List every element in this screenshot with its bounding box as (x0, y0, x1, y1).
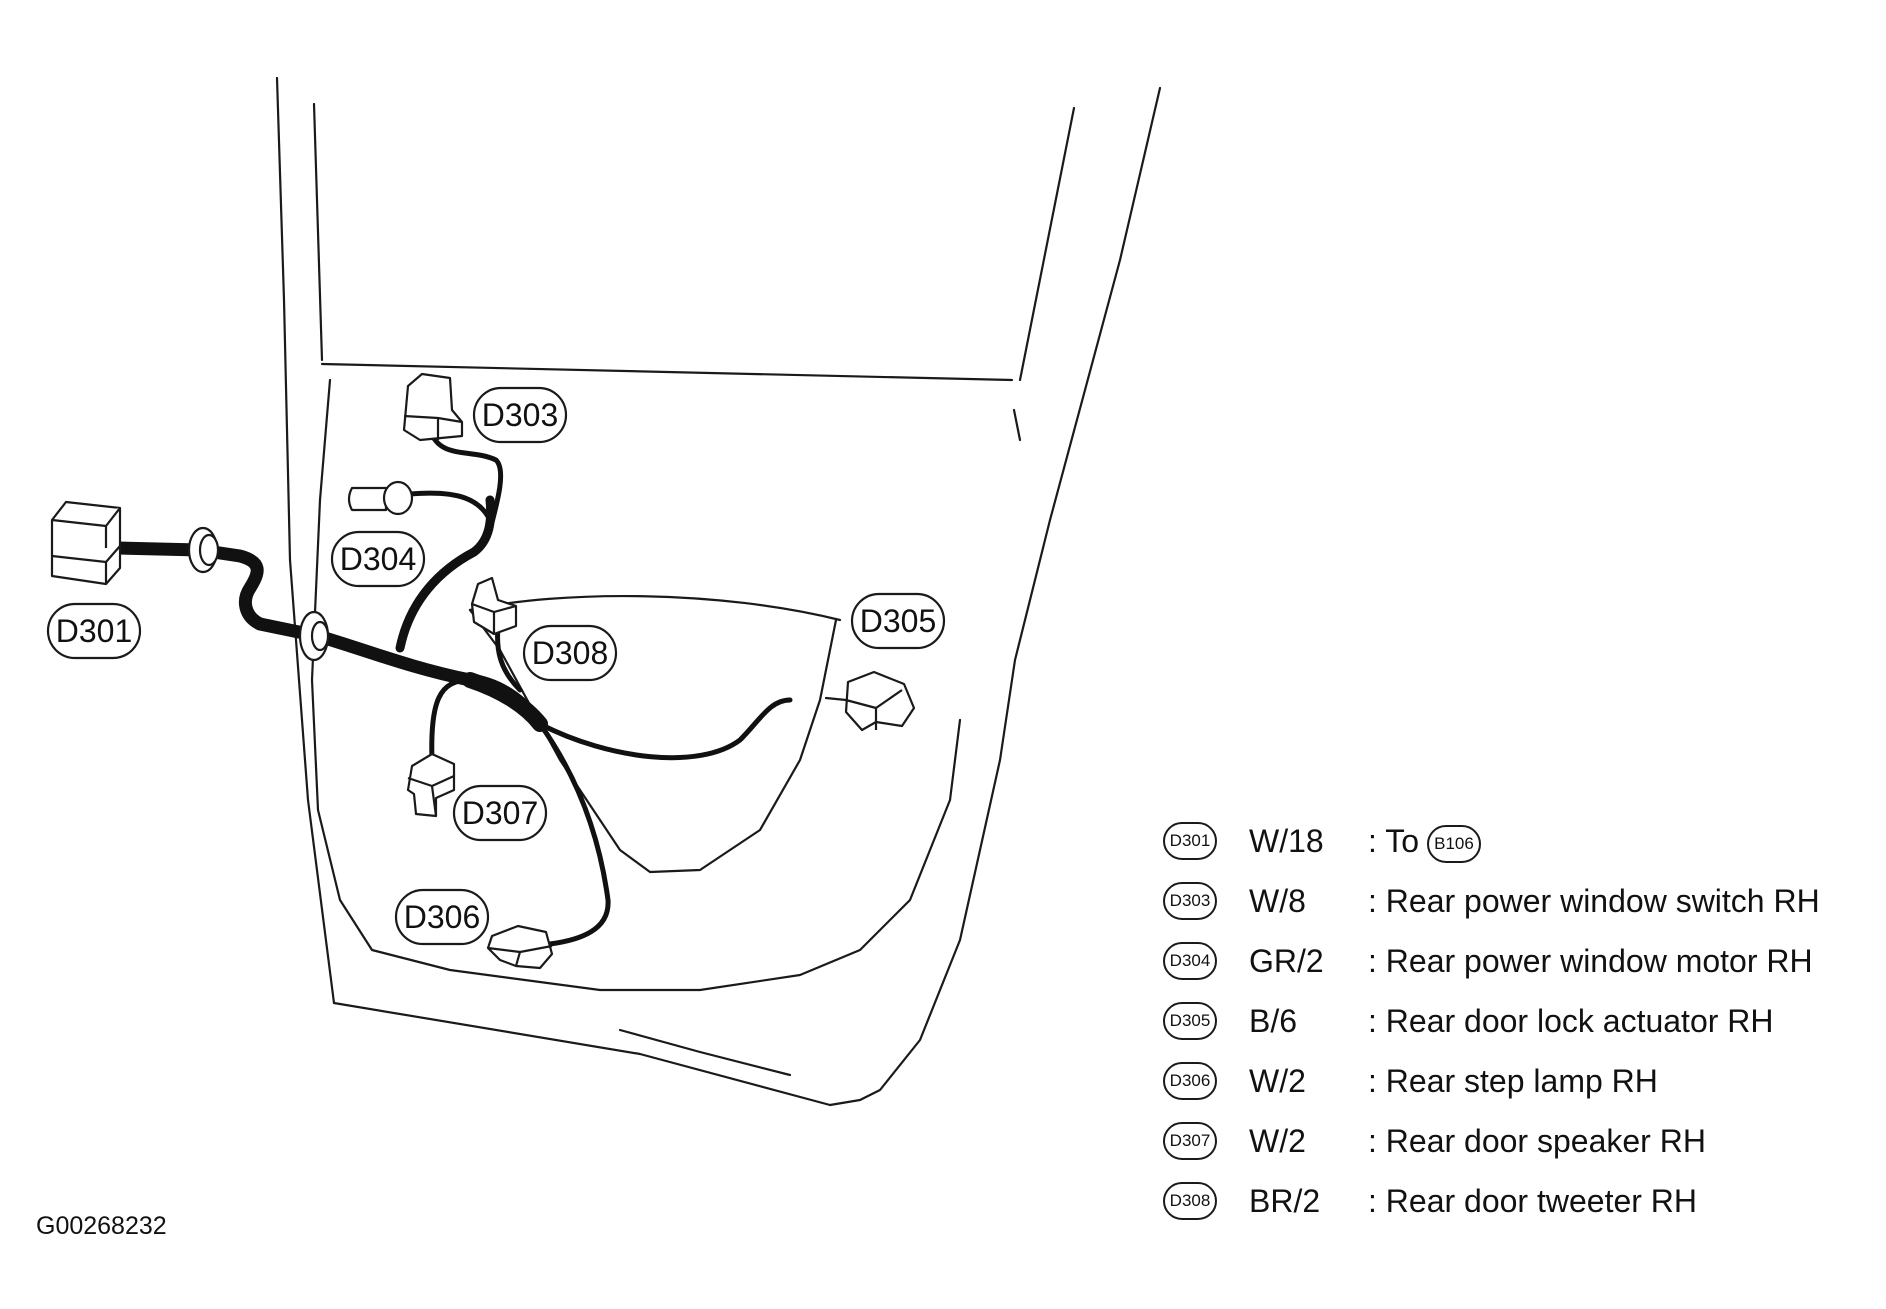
legend-wire-spec: W/2 (1249, 1063, 1306, 1099)
legend-wire-spec: W/2 (1249, 1123, 1306, 1159)
svg-text:D303: D303 (482, 397, 559, 433)
connector-d307 (406, 752, 456, 818)
grommet-1 (187, 526, 220, 574)
legend-connector-badge: D308 (1163, 1182, 1217, 1220)
grommet-2 (298, 610, 330, 662)
legend-ref-badge: B106 (1427, 824, 1481, 863)
connector-d308 (470, 576, 518, 636)
callout-d304: D304 (330, 530, 426, 588)
legend-description: : Rear power window switch RH (1368, 883, 1820, 919)
legend-connector-badge: D307 (1163, 1122, 1217, 1160)
callout-d308: D308 (522, 624, 618, 682)
connector-d305 (824, 670, 916, 732)
legend-description: : Rear power window motor RH (1368, 943, 1813, 979)
legend-wire-spec: GR/2 (1249, 943, 1324, 979)
legend-row: D304 GR/2 : Rear power window motor RH (1163, 938, 1883, 984)
svg-text:D305: D305 (860, 603, 937, 639)
callout-d306: D306 (394, 888, 490, 946)
door-outline (275, 76, 1162, 1107)
legend-row: D307 W/2 : Rear door speaker RH (1163, 1118, 1883, 1164)
figure-id: G00268232 (36, 1212, 167, 1240)
legend-description: : Rear door tweeter RH (1368, 1183, 1698, 1219)
harness (111, 427, 793, 947)
legend-description-text: : To (1368, 823, 1419, 859)
connector-d303 (402, 372, 464, 442)
legend-description: : Rear door speaker RH (1368, 1123, 1706, 1159)
callout-d307: D307 (452, 784, 548, 842)
svg-text:D308: D308 (532, 635, 609, 671)
legend-wire-spec: W/8 (1249, 883, 1306, 919)
connectors (50, 372, 916, 970)
legend-wire-spec: BR/2 (1249, 1183, 1321, 1219)
callout-bubbles: D301 D303 D304 D305 D306 D307 D308 (46, 386, 946, 946)
legend-connector-badge: D306 (1163, 1062, 1217, 1100)
svg-text:D306: D306 (404, 899, 481, 935)
legend-row: D303 W/8 : Rear power window switch RH (1163, 878, 1883, 924)
legend-connector-badge: D303 (1163, 882, 1217, 920)
svg-text:D307: D307 (462, 795, 539, 831)
legend-connector-badge: D304 (1163, 942, 1217, 980)
legend-description: : Rear step lamp RH (1368, 1063, 1658, 1099)
callout-d301: D301 (46, 602, 142, 660)
connector-d304 (347, 480, 414, 516)
svg-text:D301: D301 (56, 613, 133, 649)
legend-row: D306 W/2 : Rear step lamp RH (1163, 1058, 1883, 1104)
legend-row: D308 BR/2 : Rear door tweeter RH (1163, 1178, 1883, 1224)
connector-d306 (486, 924, 554, 970)
legend-wire-spec: B/6 (1249, 1003, 1298, 1039)
legend-row: D305 B/6 : Rear door lock actuator RH (1163, 998, 1883, 1044)
callout-d303: D303 (472, 386, 568, 444)
legend-connector-badge: D301 (1163, 822, 1217, 860)
svg-text:D304: D304 (340, 541, 417, 577)
legend-wire-spec: W/18 (1249, 823, 1324, 859)
connector-d301 (50, 500, 122, 586)
legend-connector-badge: D305 (1163, 1002, 1217, 1040)
callout-d305: D305 (850, 592, 946, 650)
legend-description: : Rear door lock actuator RH (1368, 1003, 1774, 1039)
